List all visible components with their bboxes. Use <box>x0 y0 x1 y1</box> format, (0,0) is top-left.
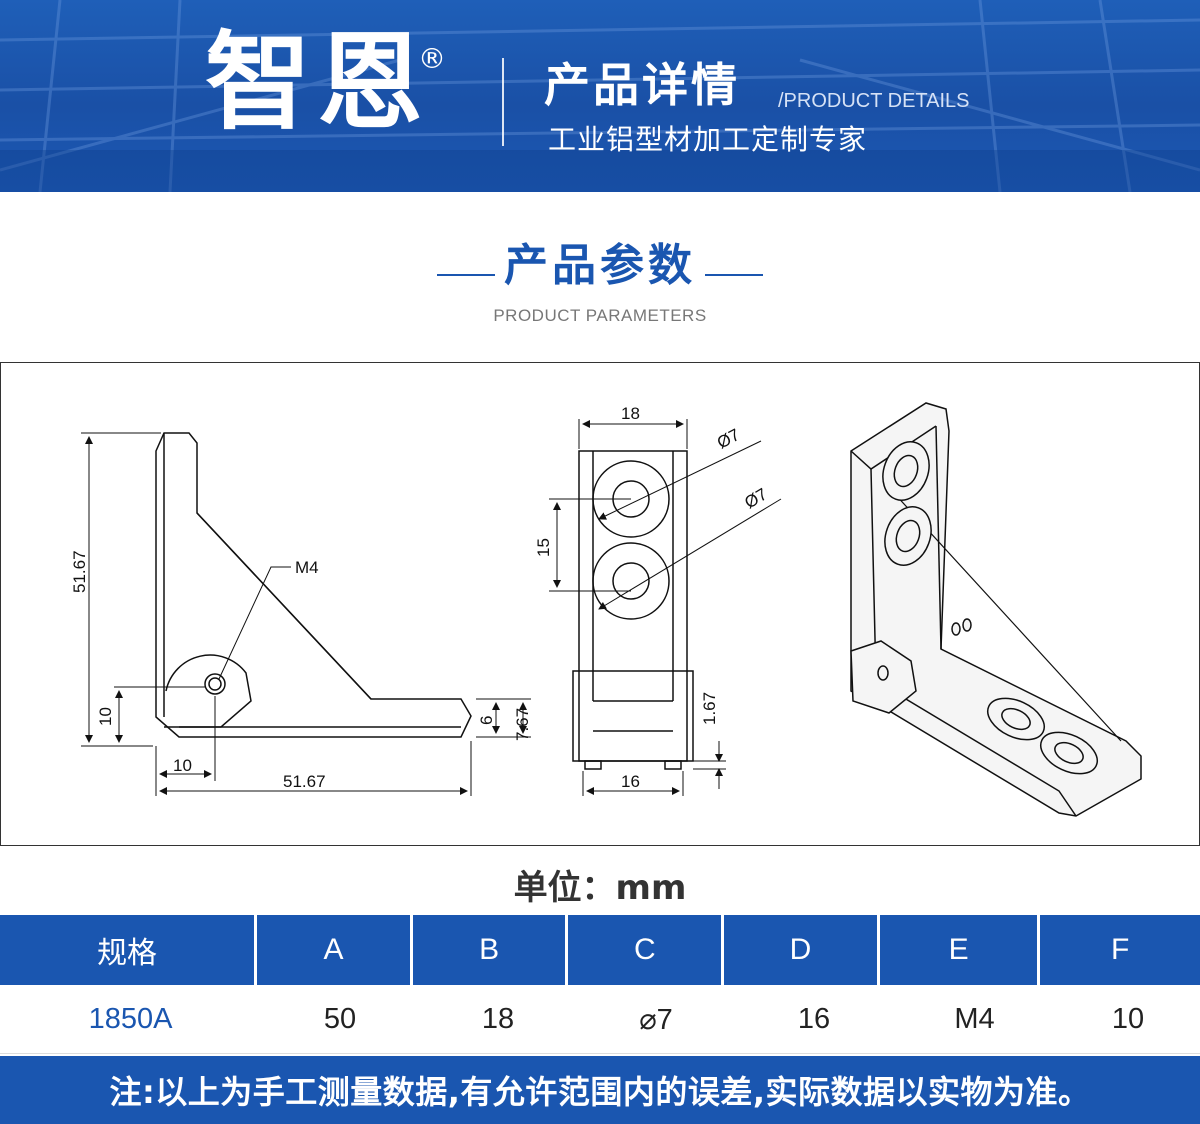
banner-subtitle: 工业铝型材加工定制专家 <box>548 123 868 156</box>
cell-a: 50 <box>323 1002 357 1035</box>
header-banner: 智恩 ® 产品详情 /PRODUCT DETAILS 工业铝型材加工定制专家 <box>0 0 1200 192</box>
header-cell-spec: 规格 <box>0 915 258 985</box>
dim-offset-y-label: 10 <box>96 707 115 726</box>
dim-base-width-label: 16 <box>621 772 640 791</box>
section-title: 产品参数 <box>504 240 696 291</box>
technical-drawing: 51.67 10 10 51.67 M4 6 7.67 <box>0 362 1200 846</box>
isometric-view <box>850 402 1142 817</box>
cell-c: ⌀7 <box>639 1003 673 1036</box>
section-title-en: PRODUCT PARAMETERS <box>493 306 707 325</box>
dim-height-label: 51.67 <box>70 550 89 593</box>
drawing-svg: 51.67 10 10 51.67 M4 6 7.67 <box>70 402 1142 817</box>
header-cell-a: A <box>257 915 413 985</box>
dim-top-width-label: 18 <box>621 404 640 423</box>
front-view-labels: 18 Ø7 Ø7 15 16 1.67 <box>534 404 771 791</box>
header-cell-d: D <box>724 915 880 985</box>
header-cell-f: F <box>1111 933 1130 966</box>
brand-logo-text: 智恩 <box>205 21 429 144</box>
registered-mark: ® <box>418 42 446 75</box>
warehouse-background <box>0 0 1200 192</box>
banner-divider <box>502 58 504 146</box>
table-row: 1850A 50 18 ⌀7 16 M4 10 <box>0 985 1200 1054</box>
dim-spacing-label: 15 <box>534 538 553 557</box>
header-cell-b: B <box>413 915 569 985</box>
dim-thickness-label: 6 <box>477 716 496 725</box>
header-cell-c: C <box>568 915 725 985</box>
hole-label: M4 <box>295 558 319 577</box>
cell-d: 16 <box>797 1002 831 1035</box>
cell-b: 18 <box>481 1002 515 1035</box>
heading-line-left <box>437 274 495 276</box>
table-header-row: 规格 A B C D E F <box>0 915 1200 985</box>
disclaimer-note: 注:以上为手工测量数据,有允许范围内的误差,实际数据以实物为准。 <box>0 1056 1200 1124</box>
cell-f: 10 <box>1111 1002 1145 1035</box>
dim-hole1-label: Ø7 <box>714 425 743 452</box>
dim-width-label: 51.67 <box>283 772 326 791</box>
side-view-labels: 51.67 10 10 51.67 M4 6 7.67 <box>70 550 532 791</box>
header-cell-e: E <box>880 915 1041 985</box>
cell-model: 1850A <box>88 1002 173 1035</box>
spec-table: 规格 A B C D E F 1850A 50 18 ⌀7 16 M4 10 <box>0 915 1200 1054</box>
cell-e: M4 <box>954 1002 995 1035</box>
dim-offset-x-label: 10 <box>173 756 192 775</box>
unit-label: 单位：mm <box>513 868 687 908</box>
heading-line-right <box>705 274 763 276</box>
dim-lip-label: 7.67 <box>513 708 532 741</box>
side-view <box>81 432 531 796</box>
front-view <box>549 419 782 796</box>
banner-title-en: /PRODUCT DETAILS <box>778 90 970 112</box>
dim-foot-label: 1.67 <box>700 692 719 725</box>
banner-title: 产品详情 <box>544 58 740 112</box>
